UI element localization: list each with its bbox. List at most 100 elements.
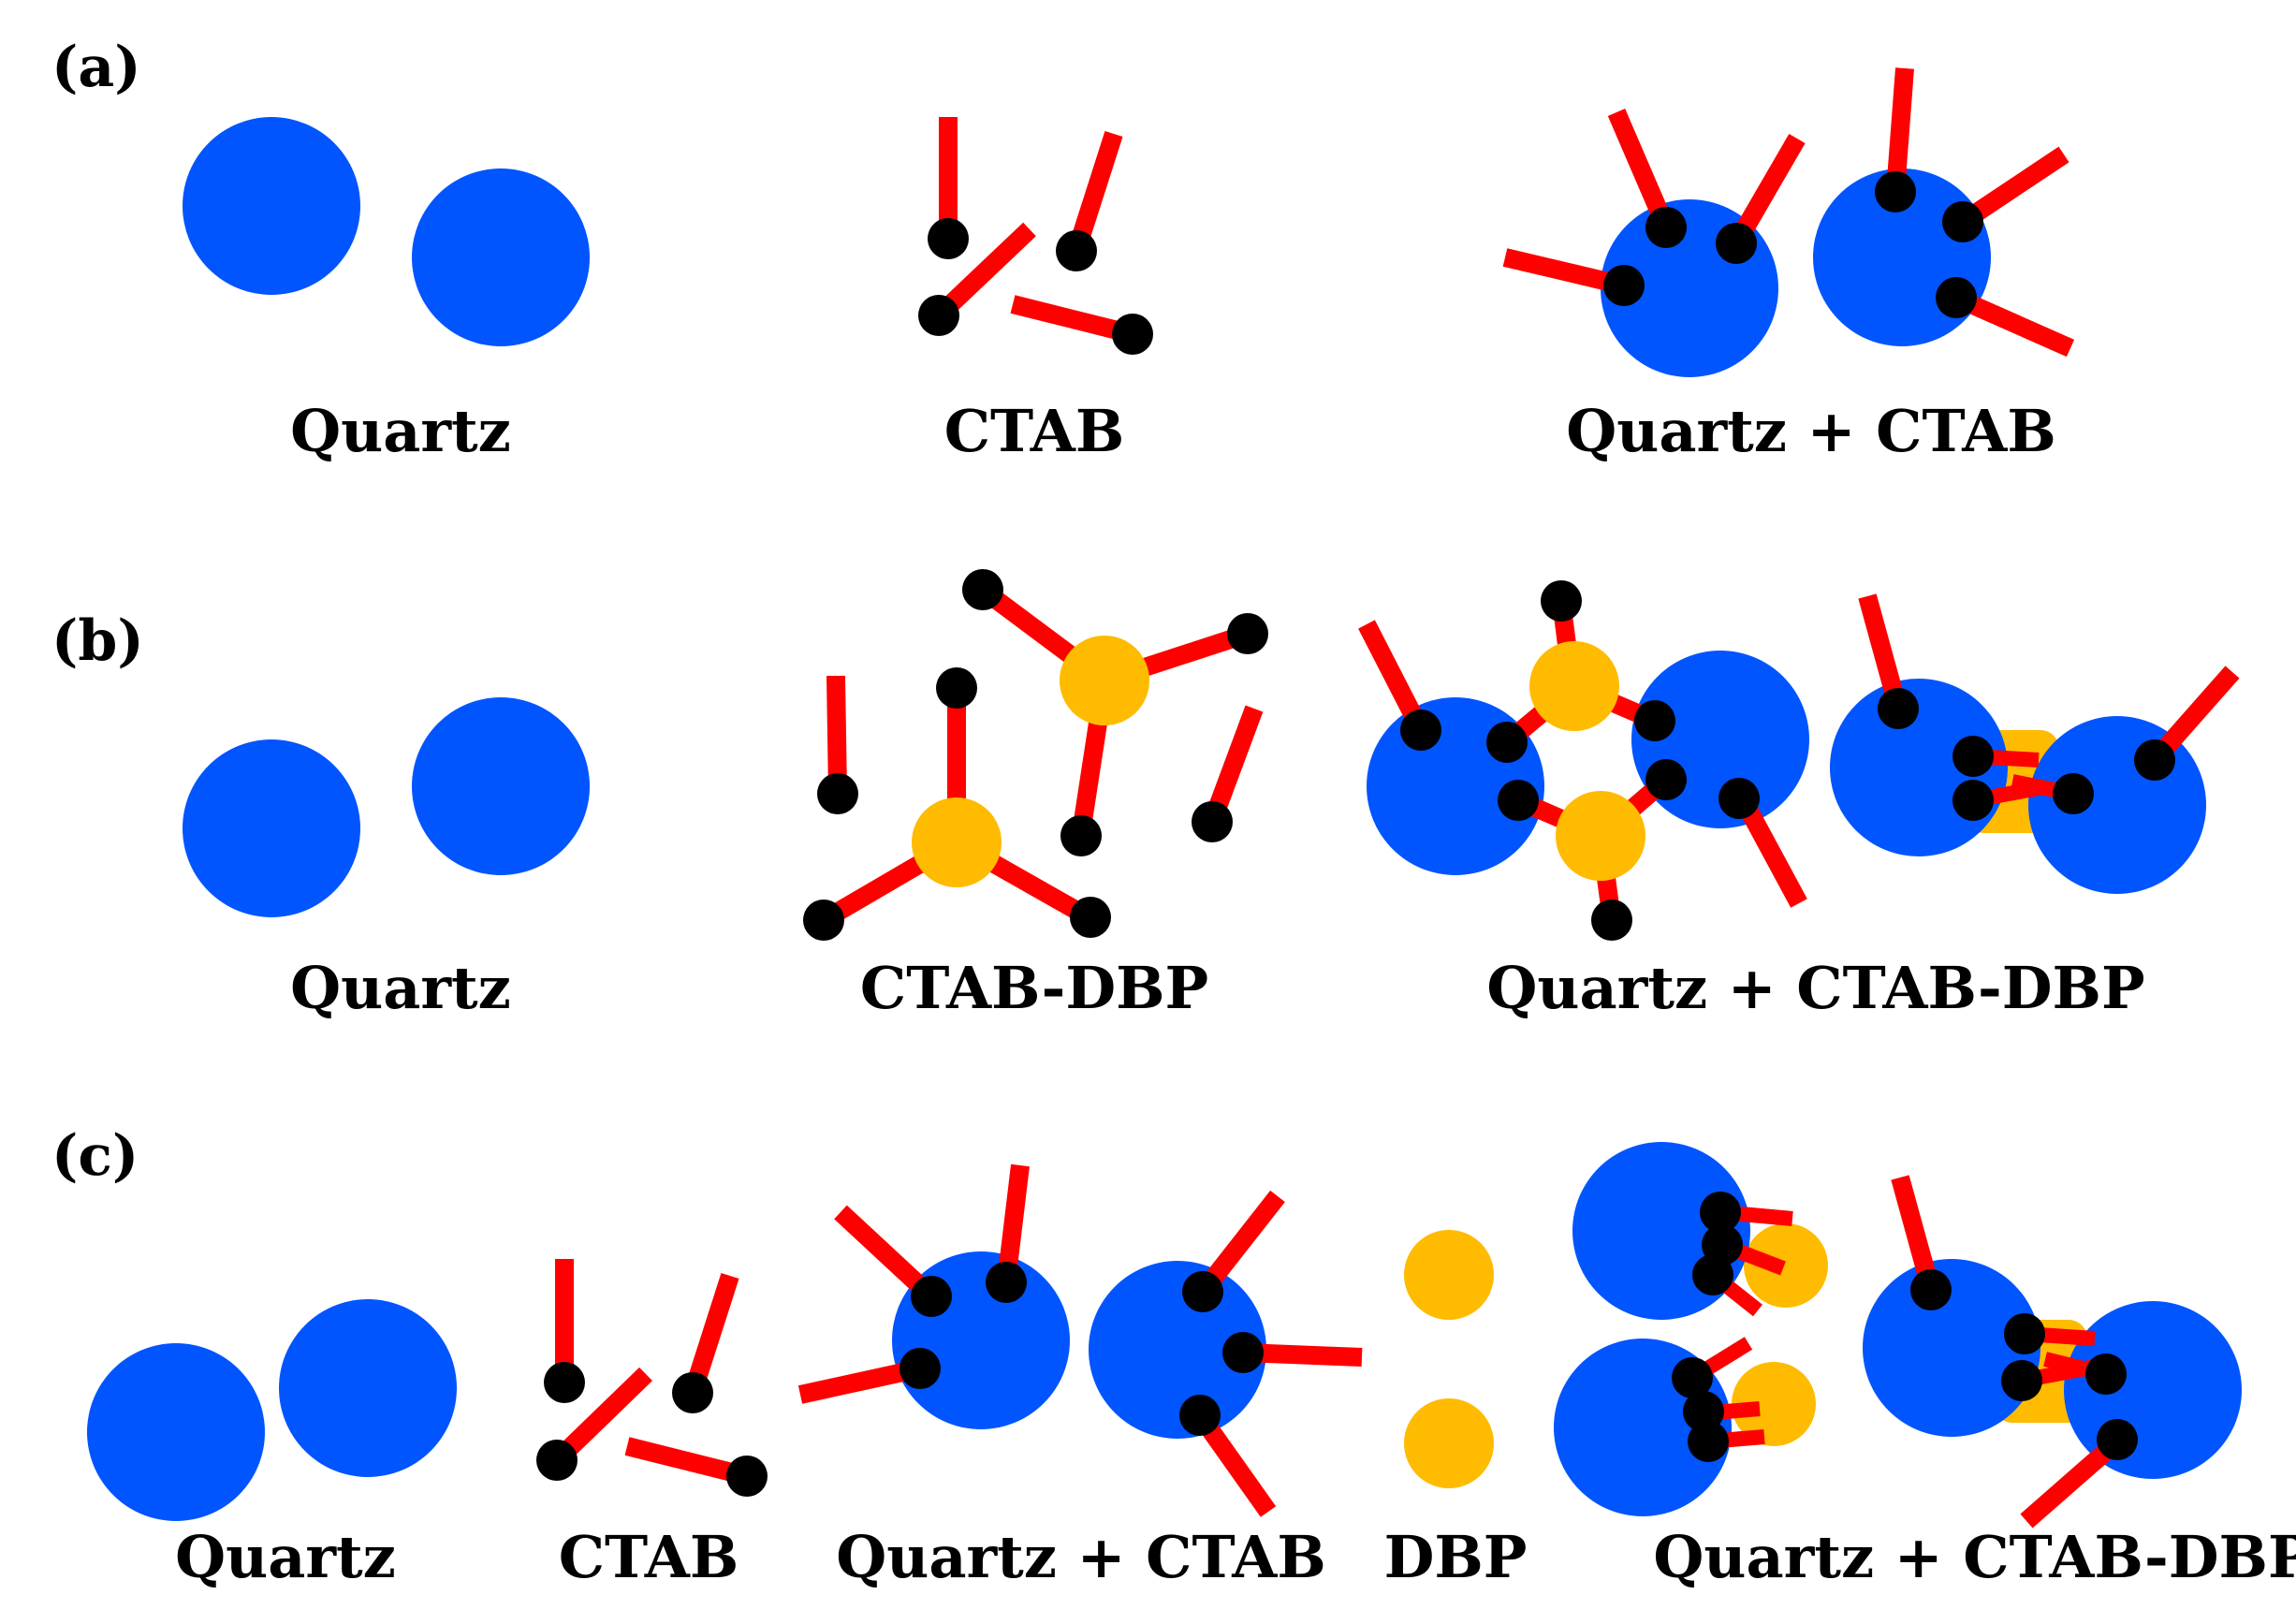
ctab-tail [834, 1205, 938, 1304]
ctab-head [2004, 1313, 2045, 1354]
ctab-head [1952, 736, 1994, 777]
ctab-head [1192, 801, 1233, 842]
dbp-molecule [1744, 1223, 1828, 1308]
group-label: Quartz [290, 397, 511, 465]
ctab-head [899, 1348, 941, 1389]
ctab-head [1718, 778, 1760, 819]
group-label: Quartz + CTAB [1566, 397, 2056, 465]
ctab-molecule [918, 222, 1036, 336]
panel-b-label: (b) [51, 608, 144, 674]
ctab-head [1486, 722, 1528, 763]
ctab-head [1952, 780, 1994, 821]
group-label: Quartz [175, 1523, 396, 1591]
group-label: Quartz [290, 954, 511, 1022]
quartz-ctab-dbp-complex [1830, 593, 2240, 894]
panel-c: (c) Quartz CTAB [51, 1123, 2296, 1591]
ctab-head [2001, 1360, 2042, 1401]
dbp-molecule [912, 797, 1002, 887]
ctab-head [2085, 1353, 2127, 1395]
ctab-head [1716, 223, 1757, 264]
ctab-head [1688, 1421, 1729, 1462]
ctab-head [1603, 265, 1645, 306]
ctab-head [1060, 815, 1102, 856]
quartz-particle [412, 697, 590, 875]
dbp-molecule [1529, 641, 1619, 731]
group-label: Quartz + CTAB-DBP [1653, 1523, 2296, 1591]
dbp-molecule [1060, 636, 1149, 725]
quartz-particle [183, 117, 360, 295]
quartz-ctab-dbp-complex [1863, 1175, 2242, 1529]
quartz-ctab-complex [1502, 67, 2075, 377]
ctab-head [2134, 739, 2175, 781]
ctab-head [544, 1362, 585, 1403]
ctab-tail [1886, 67, 1914, 193]
ctab-head [1634, 700, 1675, 741]
ctab-head [2097, 1419, 2138, 1460]
quartz-ctab-complex [797, 1163, 1363, 1517]
ctab-molecule [1056, 130, 1123, 271]
panel-a: (a) Quartz CTAB [51, 35, 2075, 465]
ctab-head [1672, 1357, 1713, 1398]
quartz-particle [1089, 1261, 1266, 1439]
panel-c-label: (c) [51, 1123, 139, 1189]
quartz-particle [183, 739, 360, 917]
ctab-head [817, 773, 858, 814]
ctab-head [1645, 207, 1687, 248]
ctab-tail [1607, 109, 1675, 231]
panel-a-label: (a) [51, 35, 141, 100]
dbp-molecules [1404, 1230, 1494, 1488]
dbp-molecule [1404, 1230, 1494, 1320]
ctab-head [672, 1372, 713, 1413]
quartz-ctab-dbp-complex [1358, 580, 1809, 941]
panel-b: (b) Quartz CTAB-D [51, 569, 2240, 1022]
ctab-tail [2020, 1434, 2124, 1529]
ctab-head [1227, 613, 1268, 654]
quartz-particles [87, 1299, 457, 1521]
ctab-head [1591, 900, 1632, 941]
ctab-head [803, 900, 844, 941]
quartz-particle [2064, 1301, 2242, 1479]
group-label: Quartz + CTAB [836, 1523, 1326, 1591]
ctab-head [726, 1456, 768, 1497]
ctab-head [1400, 710, 1441, 751]
ctab-dbp-complexes [803, 569, 1268, 941]
ctab-head [918, 295, 959, 336]
ctab-molecules [536, 1259, 768, 1497]
quartz-ctab-dbp-complex [1554, 1142, 1828, 1516]
ctab-head [1936, 277, 1977, 318]
ctab-head [1692, 1254, 1733, 1295]
ctab-head [962, 569, 1003, 610]
ctab-head [1112, 314, 1153, 355]
ctab-head [1700, 1192, 1741, 1233]
group-label: DBP [1384, 1523, 1528, 1591]
ctab-head [936, 667, 977, 709]
ctab-tail [932, 222, 1036, 323]
group-label: CTAB-DBP [860, 954, 1208, 1022]
ctab-head [1179, 1395, 1221, 1436]
ctab-molecule [1010, 295, 1153, 355]
ctab-head [1070, 897, 1111, 938]
ctab-head [1878, 688, 1919, 729]
ctab-tail [550, 1367, 652, 1468]
ctab-head [928, 218, 969, 259]
ctab-head [911, 1276, 952, 1317]
ctab-head [1222, 1332, 1264, 1373]
ctab-head [1645, 759, 1687, 800]
dbp-molecule [1556, 791, 1645, 881]
ctab-head [1056, 230, 1097, 271]
dbp-molecule [1404, 1398, 1494, 1488]
ctab-head [1875, 171, 1916, 212]
quartz-particle [279, 1299, 457, 1477]
ctab-head [1910, 1269, 1952, 1310]
ctab-head [1182, 1271, 1223, 1312]
ctab-tail [1952, 288, 2075, 358]
ctab-molecules [918, 117, 1153, 355]
quartz-particle [87, 1343, 265, 1521]
dbp-molecule [1732, 1362, 1816, 1446]
group-label: CTAB [559, 1523, 739, 1591]
quartz-particles [183, 697, 590, 917]
ctab-head [986, 1262, 1027, 1303]
quartz-particle [1863, 1259, 2040, 1437]
quartz-particle [412, 168, 590, 346]
